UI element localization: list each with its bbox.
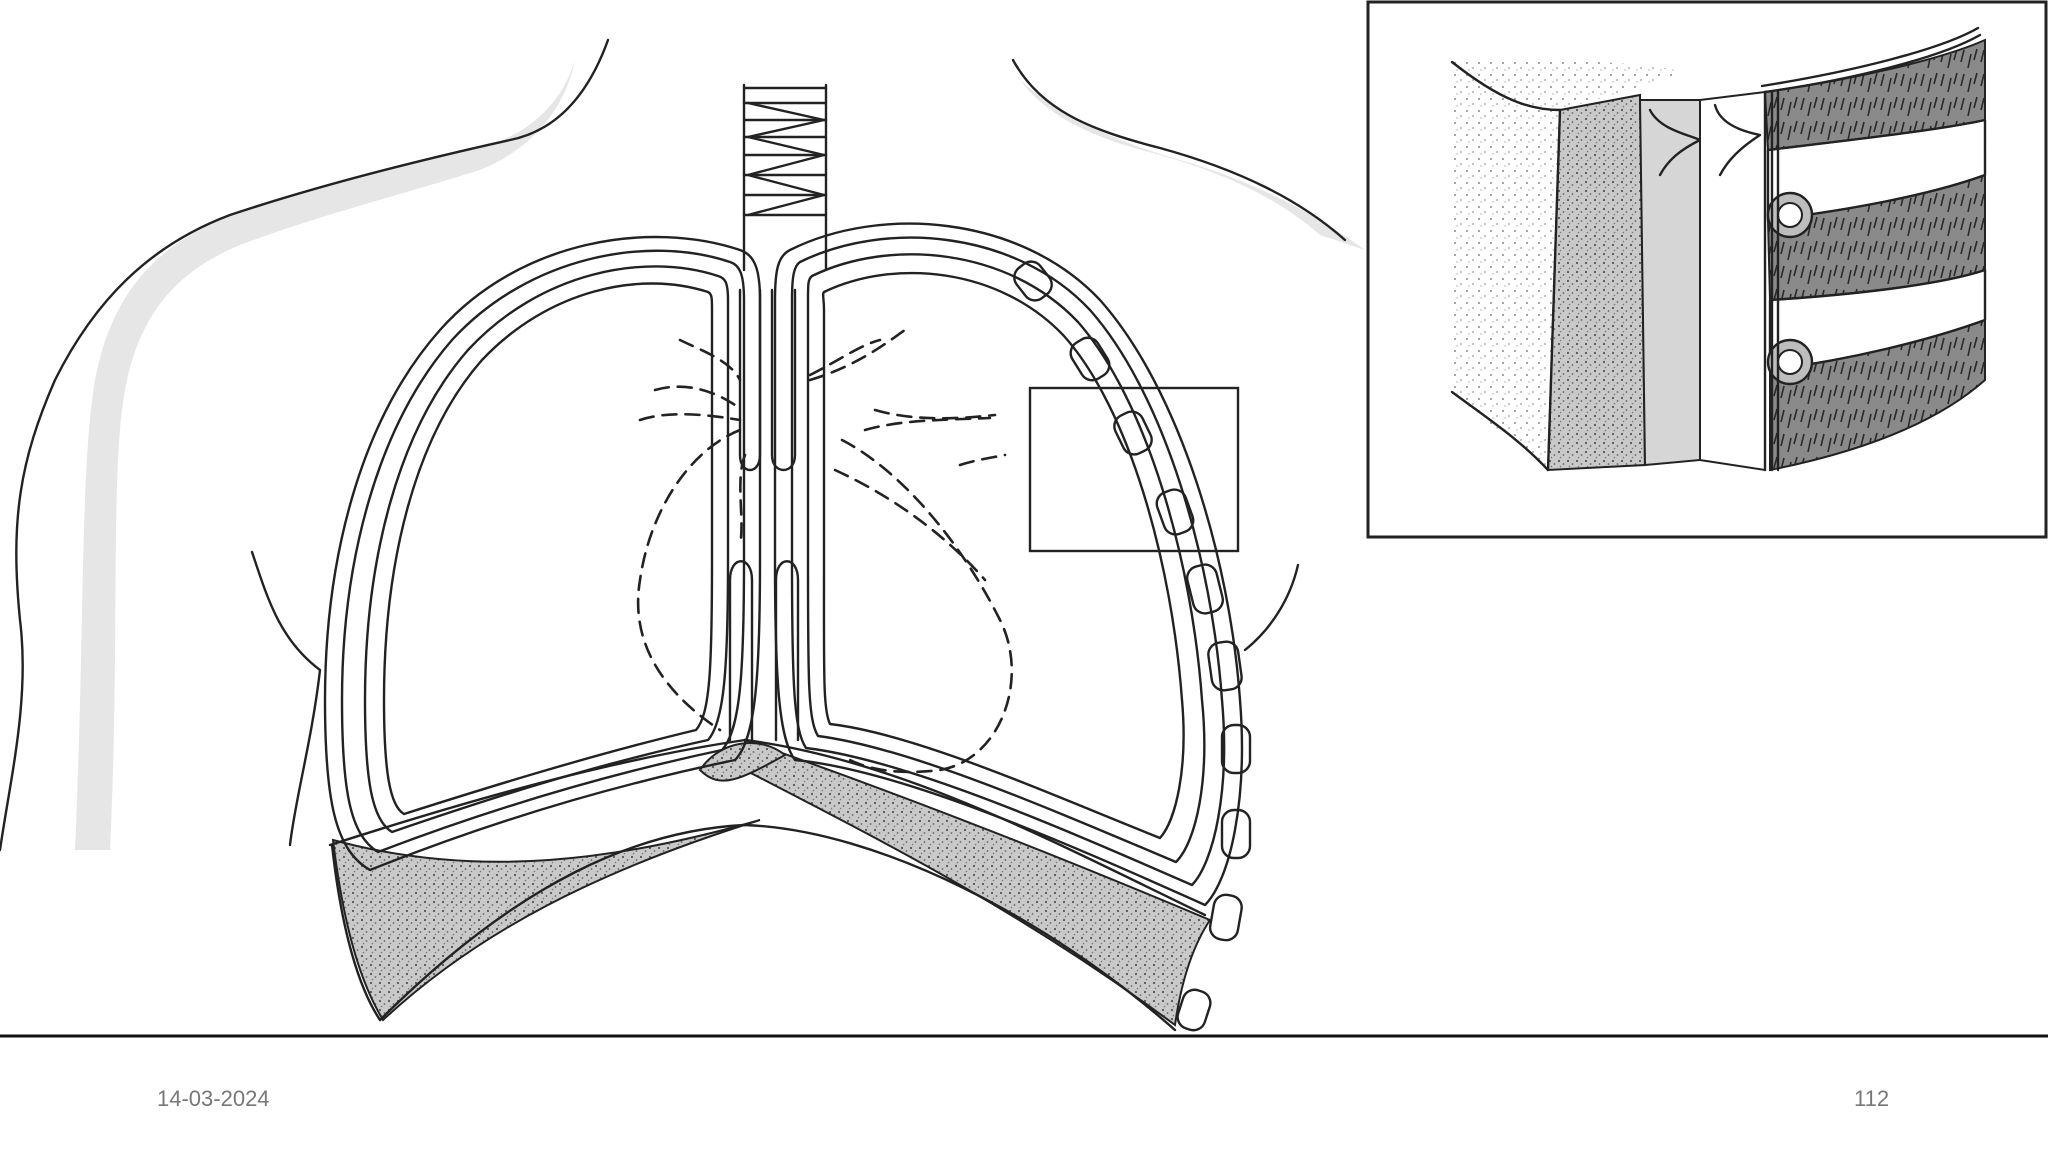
right-shoulder-shadow xyxy=(1020,80,1365,250)
left-armpit-outline xyxy=(250,550,322,847)
inset-detail-panel xyxy=(1366,0,2048,539)
left-shoulder-outline xyxy=(0,38,610,852)
footer-page-number: 112 xyxy=(1854,1086,1890,1111)
right-lung xyxy=(773,222,1244,907)
trachea xyxy=(742,83,828,272)
lower-mediastinal-fold-right xyxy=(774,560,800,742)
left-shoulder-shadow xyxy=(75,60,575,850)
diaphragm-lower xyxy=(378,823,1177,1032)
ribs xyxy=(1013,260,1252,1032)
lower-mediastinal-fold-left xyxy=(728,560,754,742)
upper-mediastinal-fold-right xyxy=(770,288,797,472)
right-armpit-outline xyxy=(1243,563,1300,652)
upper-mediastinal-fold-left xyxy=(738,288,762,472)
footer-date: 14-03-2024 xyxy=(157,1086,270,1111)
detail-selection-box xyxy=(1028,386,1240,553)
left-lung xyxy=(323,235,762,872)
heart-dashed-outline xyxy=(636,328,1014,774)
chest-wall-base xyxy=(330,843,382,1022)
right-shoulder-outline xyxy=(1011,58,1347,242)
left-pleural-recess xyxy=(331,819,761,1022)
right-pleural-recess xyxy=(744,738,1212,1027)
